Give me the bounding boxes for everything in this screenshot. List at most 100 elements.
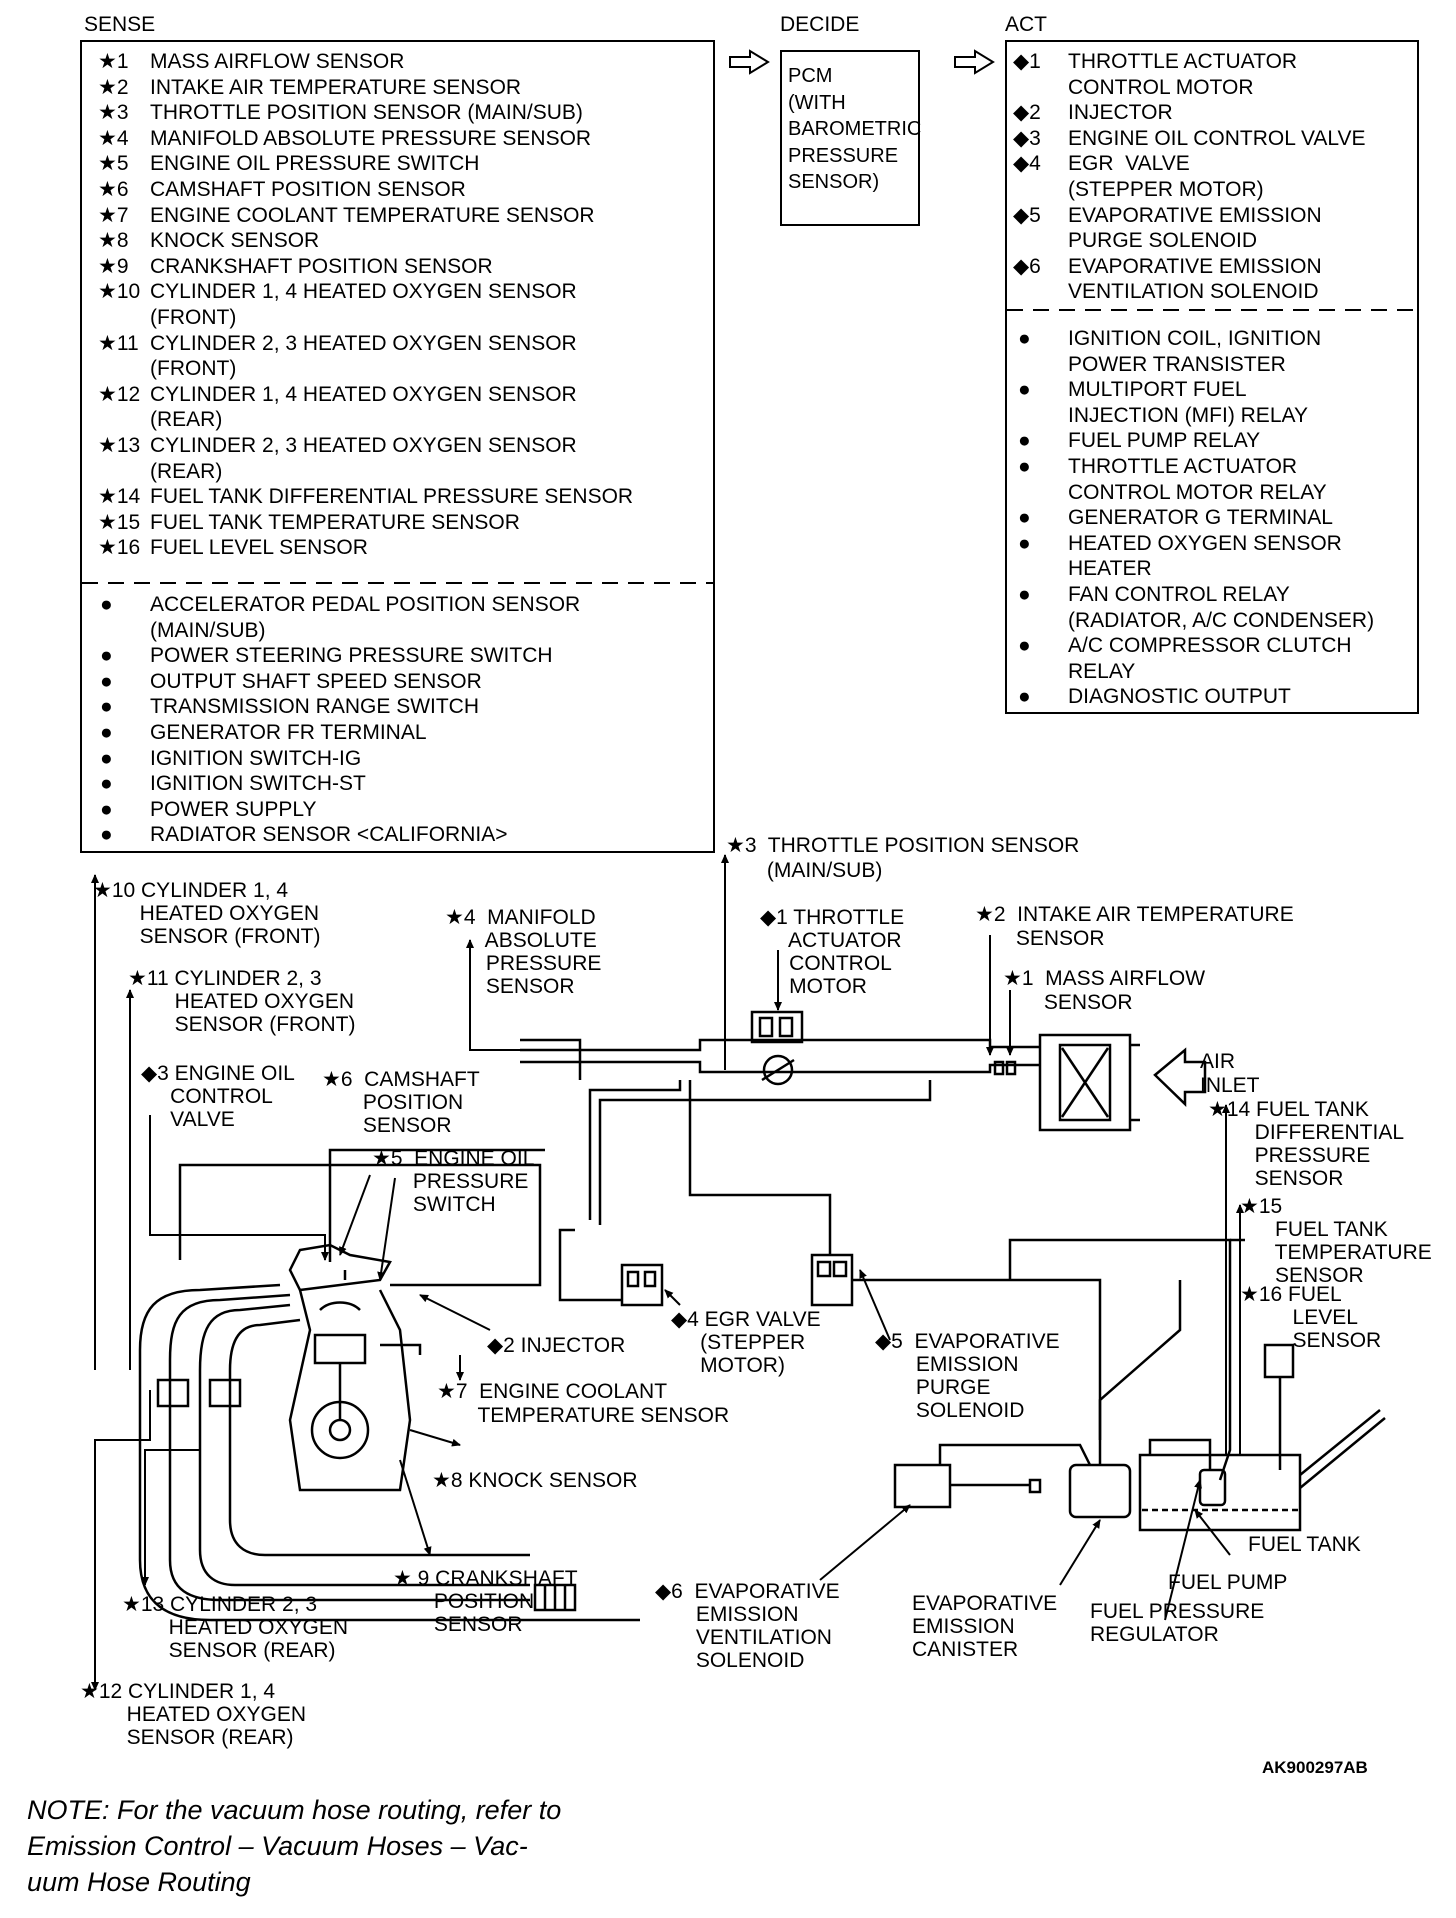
label-o2-sensor-10: ★10 CYLINDER 1, 4 HEATED OXYGEN SENSOR (… xyxy=(93,879,321,948)
label-canister: EVAPORATIVE EMISSION CANISTER xyxy=(912,1592,1058,1661)
sense-item: MASS AIRFLOW SENSOR xyxy=(150,50,405,73)
label-camshaft-sensor: ★6 CAMSHAFT POSITION SENSOR xyxy=(322,1068,480,1137)
label-air-inlet: AIR INLET xyxy=(1200,1050,1260,1097)
act-item: EGR VALVE (STEPPER MOTOR) xyxy=(1068,152,1264,201)
sense-item: CYLINDER 1, 4 HEATED OXYGEN SENSOR (REAR… xyxy=(150,382,577,432)
canister xyxy=(1068,1280,1182,1519)
engine-block xyxy=(288,1243,422,1492)
label-throttle-actuator-motor: ◆1 THROTTLE ACTUATOR CONTROL MOTOR xyxy=(760,906,905,998)
label-fuel-level-sensor: ★16 FUEL LEVEL SENSOR xyxy=(1240,1283,1382,1352)
act-mark: ◆3 xyxy=(1013,126,1041,150)
act-other-item: IGNITION COIL, IGNITION POWER TRANSISTER xyxy=(1068,327,1322,376)
label-fuel-pressure-regulator: FUEL PRESSURE REGULATOR xyxy=(1090,1600,1265,1646)
sense-mark: ★14 xyxy=(98,485,141,509)
label-o2-sensor-12: ★12 CYLINDER 1, 4 HEATED OXYGEN SENSOR (… xyxy=(80,1680,306,1749)
air-inlet-arrow xyxy=(1153,1047,1207,1107)
sense-header: SENSE xyxy=(84,13,156,36)
sense-mark: ★4 xyxy=(98,126,129,150)
act-other-mark: ● xyxy=(1018,506,1031,530)
sense-other-item: GENERATOR FR TERMINAL xyxy=(150,721,427,744)
sense-other-item: POWER STEERING PRESSURE SWITCH xyxy=(150,644,553,668)
flow-arrow-decide-act xyxy=(954,49,995,75)
sense-other-item: ACCELERATOR PEDAL POSITION SENSOR (MAIN/… xyxy=(150,593,581,642)
sense-other-mark: ● xyxy=(100,746,113,770)
label-manifold-pressure: ★4 MANIFOLD ABSOLUTE PRESSURE SENSOR xyxy=(445,906,602,998)
label-coolant-temp-sensor: ★7 ENGINE COOLANT TEMPERATURE SENSOR xyxy=(437,1380,730,1427)
act-other-mark: ● xyxy=(1018,531,1031,555)
sense-item: CYLINDER 2, 3 HEATED OXYGEN SENSOR (REAR… xyxy=(150,434,577,483)
act-other-mark: ● xyxy=(1018,327,1031,350)
sense-mark: ★3 xyxy=(98,101,129,125)
label-injector: ◆2 INJECTOR xyxy=(487,1334,626,1357)
egr-valve xyxy=(558,1228,664,1307)
act-other-mark: ● xyxy=(1018,455,1031,478)
sense-other-item: TRANSMISSION RANGE SWITCH xyxy=(150,695,480,719)
act-header: ACT xyxy=(1005,13,1047,36)
coolant-pipe xyxy=(178,1148,545,1287)
act-other-mark: ● xyxy=(1018,634,1031,658)
decide-header: DECIDE xyxy=(780,13,860,36)
sense-mark: ★8 xyxy=(98,229,129,253)
act-other-item: DIAGNOSTIC OUTPUT xyxy=(1068,685,1291,709)
act-mark: ◆4 xyxy=(1013,152,1041,176)
act-other-item: GENERATOR G TERMINAL xyxy=(1068,506,1333,530)
footnote: NOTE: For the vacuum hose routing, refer… xyxy=(27,1795,562,1897)
act-box xyxy=(1005,40,1419,714)
label-crankshaft-sensor: ★ 9 CRANKSHAFT POSITION SENSOR xyxy=(393,1567,578,1636)
sense-mark: ★7 xyxy=(98,203,129,227)
pcm-label: PCM (WITH BAROMETRIC PRESSURE SENSOR) xyxy=(788,65,922,193)
act-item: EVAPORATIVE EMISSION PURGE SOLENOID xyxy=(1068,203,1322,253)
sense-mark: ★11 xyxy=(98,331,139,355)
act-other-mark: ● xyxy=(1018,429,1031,453)
label-oil-control-valve: ◆3 ENGINE OIL CONTROL VALVE xyxy=(141,1062,295,1131)
act-mark: ◆6 xyxy=(1013,254,1041,278)
sense-item: CYLINDER 2, 3 HEATED OXYGEN SENSOR (FRON… xyxy=(150,331,577,381)
act-other-item: FUEL PUMP RELAY xyxy=(1068,429,1261,453)
sense-other-mark: ● xyxy=(100,772,113,796)
sense-mark: ★2 xyxy=(98,75,129,99)
sense-item: KNOCK SENSOR xyxy=(150,229,320,253)
sense-item: FUEL TANK DIFFERENTIAL PRESSURE SENSOR xyxy=(150,485,634,509)
purge-solenoid xyxy=(688,1130,1102,1440)
label-intake-air-temp: ★2 INTAKE AIR TEMPERATURE SENSOR xyxy=(975,903,1294,950)
label-purge-solenoid: ◆5 EVAPORATIVE EMISSION PURGE SOLENOID xyxy=(875,1330,1060,1422)
sense-other-item: IGNITION SWITCH-ST xyxy=(150,772,366,796)
sense-mark: ★6 xyxy=(98,178,129,201)
intake-tract xyxy=(520,1010,1140,1225)
act-other-mark: ● xyxy=(1018,583,1031,606)
label-o2-sensor-11: ★11 CYLINDER 2, 3 HEATED OXYGEN SENSOR (… xyxy=(128,967,356,1036)
fuel-tank xyxy=(1008,1238,1386,1532)
act-item: ENGINE OIL CONTROL VALVE xyxy=(1068,126,1366,150)
sense-other-mark: ● xyxy=(100,797,113,821)
sense-item: FUEL LEVEL SENSOR xyxy=(150,536,368,560)
sense-item: ENGINE OIL PRESSURE SWITCH xyxy=(150,152,480,176)
sense-other-mark: ● xyxy=(100,721,113,744)
sense-mark: ★13 xyxy=(98,434,141,457)
sense-mark: ★12 xyxy=(98,382,141,406)
exhaust-pipes xyxy=(138,1283,640,1622)
sense-box xyxy=(80,40,715,853)
act-mark: ◆2 xyxy=(1013,101,1041,125)
sense-item: CRANKSHAFT POSITION SENSOR xyxy=(150,254,493,278)
sense-other-item: IGNITION SWITCH-IG xyxy=(150,746,362,770)
label-egr-valve: ◆4 EGR VALVE (STEPPER MOTOR) xyxy=(671,1308,821,1377)
sense-mark: ★5 xyxy=(98,152,129,176)
label-fuel-pump: FUEL PUMP xyxy=(1168,1571,1288,1594)
sense-other-mark: ● xyxy=(100,695,113,719)
act-item: EVAPORATIVE EMISSION VENTILATION SOLENOI… xyxy=(1068,254,1322,304)
sense-mark: ★10 xyxy=(98,280,141,304)
act-item: THROTTLE ACTUATOR CONTROL MOTOR xyxy=(1068,50,1298,99)
sense-item: INTAKE AIR TEMPERATURE SENSOR xyxy=(150,75,522,99)
act-other-item: FAN CONTROL RELAY (RADIATOR, A/C CONDENS… xyxy=(1068,583,1375,632)
sense-other-item: RADIATOR SENSOR <CALIFORNIA> xyxy=(150,823,508,847)
sense-item: CAMSHAFT POSITION SENSOR xyxy=(150,178,466,201)
sense-mark: ★16 xyxy=(98,536,141,560)
sense-other-item: POWER SUPPLY xyxy=(150,797,317,821)
label-o2-sensor-13: ★13 CYLINDER 2, 3 HEATED OXYGEN SENSOR (… xyxy=(122,1593,348,1662)
sense-item: MANIFOLD ABSOLUTE PRESSURE SENSOR xyxy=(150,126,592,150)
figure-code: AK900297AB xyxy=(1262,1758,1368,1777)
act-other-item: HEATED OXYGEN SENSOR HEATER xyxy=(1068,531,1342,581)
sense-other-mark: ● xyxy=(100,644,113,668)
label-throttle-position-sensor: ★3 THROTTLE POSITION SENSOR (MAIN/SUB) xyxy=(726,834,1080,882)
